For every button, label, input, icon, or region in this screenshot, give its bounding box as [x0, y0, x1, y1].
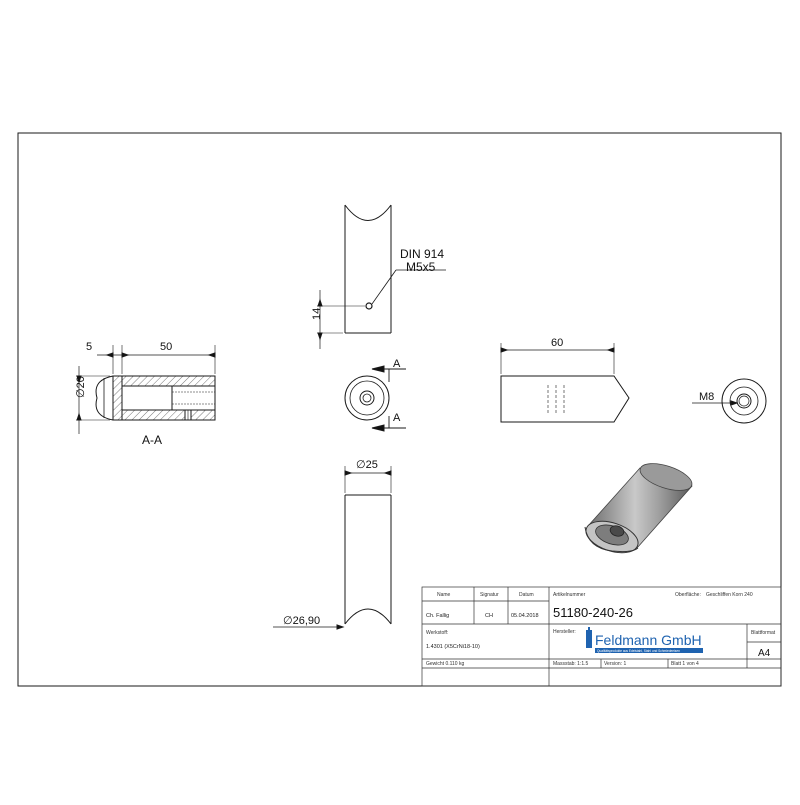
logo-text: Feldmann GmbH: [595, 632, 702, 648]
tb-weight: Gewicht 0.110 kg: [426, 661, 464, 667]
tb-format-value: A4: [758, 648, 771, 659]
side-view: [317, 204, 446, 349]
tb-format-label: Blattformat: [751, 630, 776, 636]
isometric-render: [584, 463, 693, 554]
dim-left: 5: [86, 341, 92, 353]
tb-sheet: Blatt 1 von 4: [671, 661, 699, 667]
section-view: [76, 345, 216, 434]
front-view: [273, 466, 392, 630]
section-label: A-A: [142, 433, 162, 447]
tb-version: Version: 1: [604, 661, 626, 667]
length-view: [500, 343, 630, 423]
tb-header-signature: Signatur: [480, 592, 499, 598]
sheet-border: [17, 132, 782, 687]
dim-section-diameter: ∅20: [75, 376, 87, 398]
tb-row-name: Ch. Fallig: [426, 613, 449, 619]
thread-label-m5: M5x5: [406, 260, 436, 274]
thread-label-m8: M8: [699, 391, 714, 403]
tb-header-name: Name: [437, 592, 451, 598]
tb-article-label: Artikelnummer: [553, 592, 586, 598]
section-mark-top: A: [393, 358, 401, 370]
dim-length: 60: [551, 337, 563, 349]
feldmann-logo: Feldmann GmbH Qualitätsprodukte aus Edel…: [586, 627, 703, 653]
section-mark-bottom: A: [393, 412, 401, 424]
tb-row-signature: CH: [485, 613, 493, 619]
tb-surface-label: Oberfläche:: [675, 592, 701, 598]
tb-manufacturer-label: Hersteller:: [553, 629, 576, 635]
tb-row-date: 05.04.2018: [511, 613, 539, 619]
dim-section-length: 50: [160, 341, 172, 353]
end-view: [344, 365, 406, 432]
tb-header-date: Datum: [519, 592, 534, 598]
tb-article-number: 51180-240-26: [553, 605, 633, 620]
tb-surface-value: Geschliffen Korn 240: [706, 592, 753, 598]
tb-scale: Massstab: 1:1.5: [553, 661, 589, 667]
dim-front-bottom: ∅26,90: [283, 615, 320, 627]
tb-material-value: 1.4301 (X5CrNi18-10): [426, 644, 480, 650]
title-block: [421, 586, 782, 687]
logo-subtitle: Qualitätsprodukte aus Edelstahl, Stahl u…: [597, 649, 680, 653]
height-dimension: 14: [311, 308, 323, 320]
thread-view: [692, 378, 767, 424]
thread-label-din: DIN 914: [400, 247, 444, 261]
tb-material-label: Werkstoff:: [426, 630, 448, 636]
dim-front-top: ∅25: [356, 459, 378, 471]
